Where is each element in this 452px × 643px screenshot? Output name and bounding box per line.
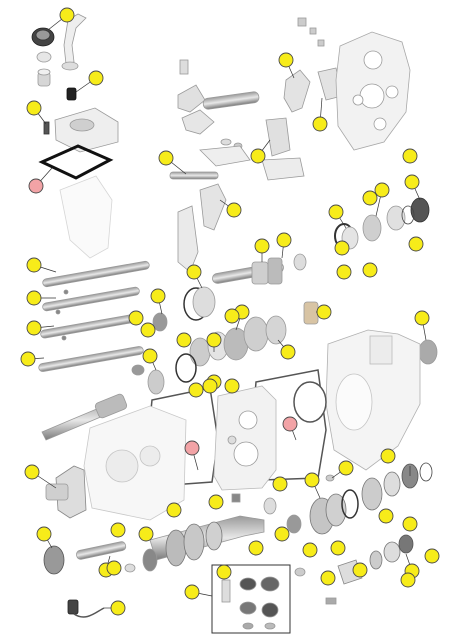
callout-marker [362,262,378,278]
callout-mainshaft-gear [254,238,270,254]
synchro-rings-right [334,197,430,250]
callout-gear-set-c [414,310,430,326]
reverse-idler-assembly [43,541,158,575]
callout-shift-bushing [88,70,104,86]
callout-marker [336,264,352,280]
seal-bearing-group [31,27,55,87]
shift-rails [38,260,150,372]
shift-fork-assembly [177,17,343,181]
callout-mainshaft-ring [150,288,166,304]
callout-marker [166,502,182,518]
callout-gear-set-a [374,182,390,198]
callout-output-gear [338,460,354,476]
callout-marker [334,240,350,256]
callout-marker [352,562,368,578]
adapter-plate [213,385,277,491]
callout-synchro-hub [206,332,222,348]
misc-small-parts [231,474,337,605]
callout-marker [378,508,394,524]
callout-shift-rail-4 [20,351,36,367]
callout-marker [302,542,318,558]
callout-marker [224,378,240,394]
callout-gear-set-b [404,174,420,190]
callout-shift-rail-3 [26,320,42,336]
callout-shift-pin [158,150,174,166]
callout-input-bearing [24,464,40,480]
callout-shift-rail-2 [26,290,42,306]
callout-marker [272,476,288,492]
shift-lever-top [61,13,87,101]
callout-shift-rail-1 [26,257,42,273]
callout-adapter-gasket [282,416,298,432]
callout-marker [208,494,224,510]
callout-marker [106,560,122,576]
callout-bearing-cup [280,344,296,360]
callout-shift-tower-gasket [28,178,44,194]
front-retainer [45,465,87,519]
callout-marker [408,236,424,252]
main-case [83,405,187,521]
callout-marker [224,308,240,324]
callout-mainshaft-bearing [186,264,202,280]
callout-reverse-idler [110,600,126,616]
speed-sensor [67,599,105,618]
callout-shift-fork-right [312,116,328,132]
callout-marker [362,190,378,206]
callout-interlock-fork [226,202,242,218]
callout-shift-tower-bolt [26,100,42,116]
callout-shift-fork-upper [278,52,294,68]
callout-marker [320,570,336,586]
callout-speed-sensor [184,584,200,600]
callout-marker [402,148,418,164]
callout-synchro-ring [142,348,158,364]
callout-seal-bearing-set [59,7,75,23]
callout-marker [176,332,192,348]
callout-marker [248,540,264,556]
callout-marker [138,526,154,542]
interlock-parts [169,171,227,273]
countershaft-assembly [149,497,302,567]
input-shaft [41,393,128,441]
callout-marker [110,522,126,538]
callout-marker [128,310,144,326]
extension-housing [293,329,421,471]
callout-shift-lever [250,148,266,164]
callout-marker [188,382,204,398]
callout-marker [402,516,418,532]
callout-mainshaft-snapring [276,232,292,248]
callout-marker [424,548,440,564]
callout-snapring-set-a [328,204,344,220]
callout-washer [140,322,156,338]
callout-marker [202,378,218,394]
callout-marker [216,564,232,580]
callout-marker [274,526,290,542]
callout-marker [330,540,346,556]
front-housing [335,31,411,151]
callout-rebuild-kit [304,472,320,488]
callout-marker [400,572,416,588]
callout-gear-set-d [316,304,332,320]
shift-tower [38,107,119,259]
callout-markers [20,7,440,616]
callout-case-gasket [184,440,200,456]
main-shaft [212,253,307,285]
callout-input-retainer [36,526,52,542]
callout-marker [380,448,396,464]
